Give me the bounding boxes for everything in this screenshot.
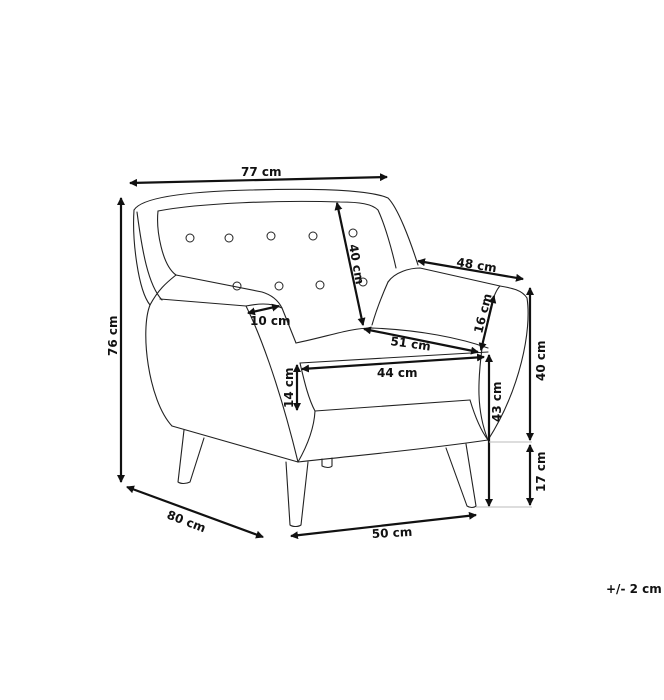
leg-back-small <box>321 457 333 469</box>
seat-front <box>314 399 471 412</box>
label-backrest-height: 40 cm <box>346 243 367 285</box>
tufting-buttons <box>185 228 368 291</box>
backrest-left-edge <box>133 209 151 306</box>
leg-back-left <box>177 429 205 485</box>
dimension-lines: 77 cm 76 cm 80 cm 40 cm 10 cm 48 cm 16 c… <box>106 165 548 541</box>
label-overall-depth: 80 cm <box>165 508 208 536</box>
label-armrest-depth: 48 cm <box>456 255 498 275</box>
label-seat-width: 44 cm <box>377 366 418 380</box>
label-seat-thickness: 14 cm <box>282 368 296 409</box>
label-seat-depth: 51 cm <box>390 334 432 354</box>
tolerance-note: +/- 2 cm <box>606 582 662 596</box>
right-armrest <box>387 267 528 299</box>
leg-front-right <box>445 443 477 509</box>
backrest-outer <box>133 188 419 266</box>
label-side-height: 40 cm <box>534 341 548 382</box>
label-leg-height: 17 cm <box>534 452 548 493</box>
label-seat-height: 43 cm <box>490 382 504 423</box>
label-overall-width: 77 cm <box>241 165 282 179</box>
label-armrest-height: 16 cm <box>471 292 494 335</box>
chair-base <box>297 439 489 463</box>
label-armrest-width: 10 cm <box>250 314 291 328</box>
leg-front-left <box>285 461 309 528</box>
left-armrest <box>175 274 283 309</box>
label-overall-height: 76 cm <box>106 316 120 357</box>
label-leg-span: 50 cm <box>371 525 412 541</box>
